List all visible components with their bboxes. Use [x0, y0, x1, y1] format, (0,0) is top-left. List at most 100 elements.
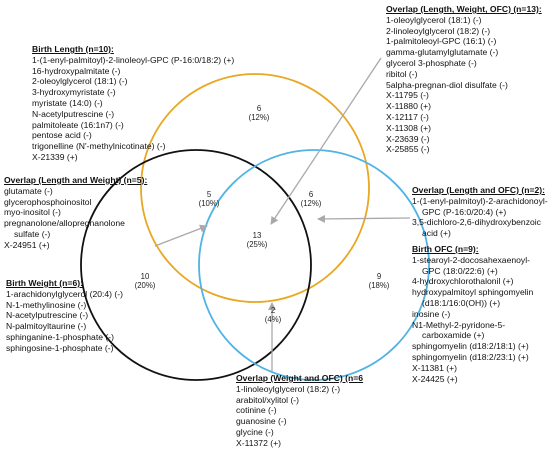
list-item: guanosine (-)	[236, 416, 287, 427]
region-count: 2	[270, 306, 276, 315]
overlap-all-title: Overlap (Length, Weight, OFC) (n=13):	[386, 4, 542, 14]
list-item: 4-hydroxychlorothalonil (+)	[412, 276, 514, 287]
list-item: X-24425 (+)	[412, 373, 458, 384]
list-item: N-1-methylinosine (-)	[6, 299, 87, 310]
list-item: 2-oleoylglycerol (18:1) (-)	[32, 76, 128, 87]
region-percent: (20%)	[134, 281, 156, 290]
list-item: pentose acid (-)	[32, 130, 92, 141]
list-item: trigonelline (N'-methylnicotinate) (-)	[32, 141, 166, 152]
list-item: 1-oleoylglycerol (18:1) (-)	[386, 14, 482, 25]
list-item: sphingomyelin (d18:2/23:1) (+)	[412, 351, 529, 362]
list-item: 1-linoleoylglycerol (18:2) (-)	[236, 383, 341, 394]
list-item: X-21339 (+)	[32, 151, 78, 162]
list-item: X-24951 (+)	[4, 239, 50, 250]
region-count: 10	[140, 272, 150, 281]
list-item: GPC (P-16:0/20:4) (+)	[422, 206, 507, 217]
list-item: sphingomyelin (d18:2/18:1) (+)	[412, 341, 529, 352]
list-item: glycine (-)	[236, 426, 274, 437]
list-item: myo-inositol (-)	[4, 207, 61, 218]
list-item: X-11880 (+)	[386, 101, 431, 112]
list-item: X-11308 (+)	[386, 122, 431, 133]
region-count: 13	[252, 231, 262, 240]
list-item: sulfate (-)	[14, 228, 51, 239]
list-item: glutamate (-)	[4, 185, 53, 196]
list-item: 3,5-dichloro-2,6-dihydroxybenzoic	[412, 217, 541, 228]
region-weight-only: 10 (20%)	[130, 272, 160, 290]
list-item: (d18:1/16:0(OH)) (+)	[422, 297, 501, 308]
region-count: 5	[206, 190, 212, 199]
list-item: 1-(1-enyl-palmitoyl)-2-arachidonoyl-	[412, 195, 548, 206]
birth-weight-title: Birth Weight (n=6):	[6, 278, 83, 288]
overlap-weight-ofc-title: Overlap (Weight and OFC) (n=6	[236, 373, 364, 383]
overlap-weight-ofc-box: Overlap (Weight and OFC) (n=6 1-linoleoy…	[236, 373, 363, 449]
list-item: X-25855 (-)	[386, 144, 430, 155]
list-item: glycerophosphoinositol	[4, 196, 92, 207]
overlap-length-weight-title: Overlap (Length and Weight) (n=5):	[4, 175, 148, 185]
list-item: 1-(1-enyl-palmitoyl)-2-linoleoyl-GPC (P-…	[32, 54, 235, 65]
list-item: hydroxypalmitoyl sphingomyelin	[412, 287, 534, 298]
list-item: N-palmitoyltaurine (-)	[6, 321, 87, 332]
region-length-weight: 5 (10%)	[194, 190, 224, 208]
list-item: arabitol/xylitol (-)	[236, 394, 300, 405]
birth-ofc-title: Birth OFC (n=9):	[412, 244, 479, 254]
overlap-length-ofc-box: Overlap (Length and OFC) (n=2): 1-(1-eny…	[412, 185, 548, 239]
list-item: acid (+)	[422, 228, 451, 239]
arrow-overlap-length-ofc	[317, 214, 411, 223]
region-percent: (25%)	[246, 240, 268, 249]
birth-weight-box: Birth Weight (n=6): 1-arachidonylglycero…	[6, 278, 123, 354]
region-count: 6	[256, 104, 262, 113]
list-item: X-23639 (-)	[386, 133, 430, 144]
list-item: 1-stearoyl-2-docosahexaenoyl-	[412, 254, 530, 265]
list-item: X-12117 (-)	[386, 111, 429, 122]
overlap-length-weight-box: Overlap (Length and Weight) (n=5): gluta…	[4, 175, 147, 251]
region-length-ofc: 6 (12%)	[296, 190, 326, 208]
list-item: X-11372 (+)	[236, 437, 281, 448]
birth-length-title: Birth Length (n=10):	[32, 44, 114, 54]
region-weight-ofc: 2 (4%)	[258, 306, 288, 324]
list-item: pregnanolone/allopregnanolone	[4, 218, 125, 229]
region-length-only: 6 (12%)	[244, 104, 274, 122]
list-item: X-11795 (-)	[386, 90, 429, 101]
arrow-overlap-length-weight-ofc	[270, 57, 382, 225]
list-item: N-acetylputrescine (-)	[32, 108, 115, 119]
birth-ofc-circle	[198, 149, 430, 381]
list-item: sphingosine-1-phosphate (-)	[6, 342, 114, 353]
overlap-length-weight-ofc-box: Overlap (Length, Weight, OFC) (n=13): 1-…	[386, 4, 542, 155]
birth-length-circle	[140, 73, 370, 303]
region-percent: (4%)	[264, 315, 282, 324]
region-count: 6	[308, 190, 314, 199]
list-item: glycerol 3-phosphate (-)	[386, 57, 477, 68]
list-item: 5alpha-pregnan-diol disulfate (-)	[386, 79, 508, 90]
list-item: 1-arachidonylglycerol (20:4) (-)	[6, 288, 124, 299]
list-item: ribitol (-)	[386, 68, 418, 79]
birth-ofc-box: Birth OFC (n=9): 1-stearoyl-2-docosahexa…	[412, 244, 533, 384]
list-item: cotinine (-)	[236, 405, 277, 416]
list-item: 1-palmitoleoyl-GPC (16:1) (-)	[386, 36, 497, 47]
region-percent: (18%)	[368, 281, 390, 290]
list-item: inosine (-)	[412, 308, 451, 319]
region-percent: (12%)	[248, 113, 270, 122]
list-item: sphinganine-1-phosphate (-)	[6, 331, 114, 342]
region-all-three: 13 (25%)	[240, 231, 274, 249]
list-item: N-acetylputrescine (-)	[6, 310, 89, 321]
region-ofc-only: 9 (18%)	[364, 272, 394, 290]
list-item: palmitoleate (16:1n7) (-)	[32, 119, 124, 130]
overlap-length-ofc-title: Overlap (Length and OFC) (n=2):	[412, 185, 545, 195]
list-item: X-11381 (+)	[412, 362, 457, 373]
list-item: 3-hydroxymyristate (-)	[32, 87, 116, 98]
list-item: N1-Methyl-2-pyridone-5-	[412, 319, 506, 330]
list-item: 2-linoleoylglycerol (18:2) (-)	[386, 25, 491, 36]
list-item: carboxamide (+)	[422, 330, 485, 341]
birth-length-box: Birth Length (n=10): 1-(1-enyl-palmitoyl…	[32, 44, 234, 163]
region-count: 9	[376, 272, 382, 281]
list-item: gamma-glutamylglutamate (-)	[386, 47, 499, 58]
list-item: GPC (18:0/22:6) (+)	[422, 265, 498, 276]
list-item: myristate (14:0) (-)	[32, 97, 103, 108]
region-percent: (12%)	[300, 199, 322, 208]
list-item: 16-hydroxypalmitate (-)	[32, 65, 121, 76]
arrow-overlap-length-weight	[154, 224, 208, 247]
birth-weight-circle	[80, 149, 312, 381]
region-percent: (10%)	[198, 199, 220, 208]
